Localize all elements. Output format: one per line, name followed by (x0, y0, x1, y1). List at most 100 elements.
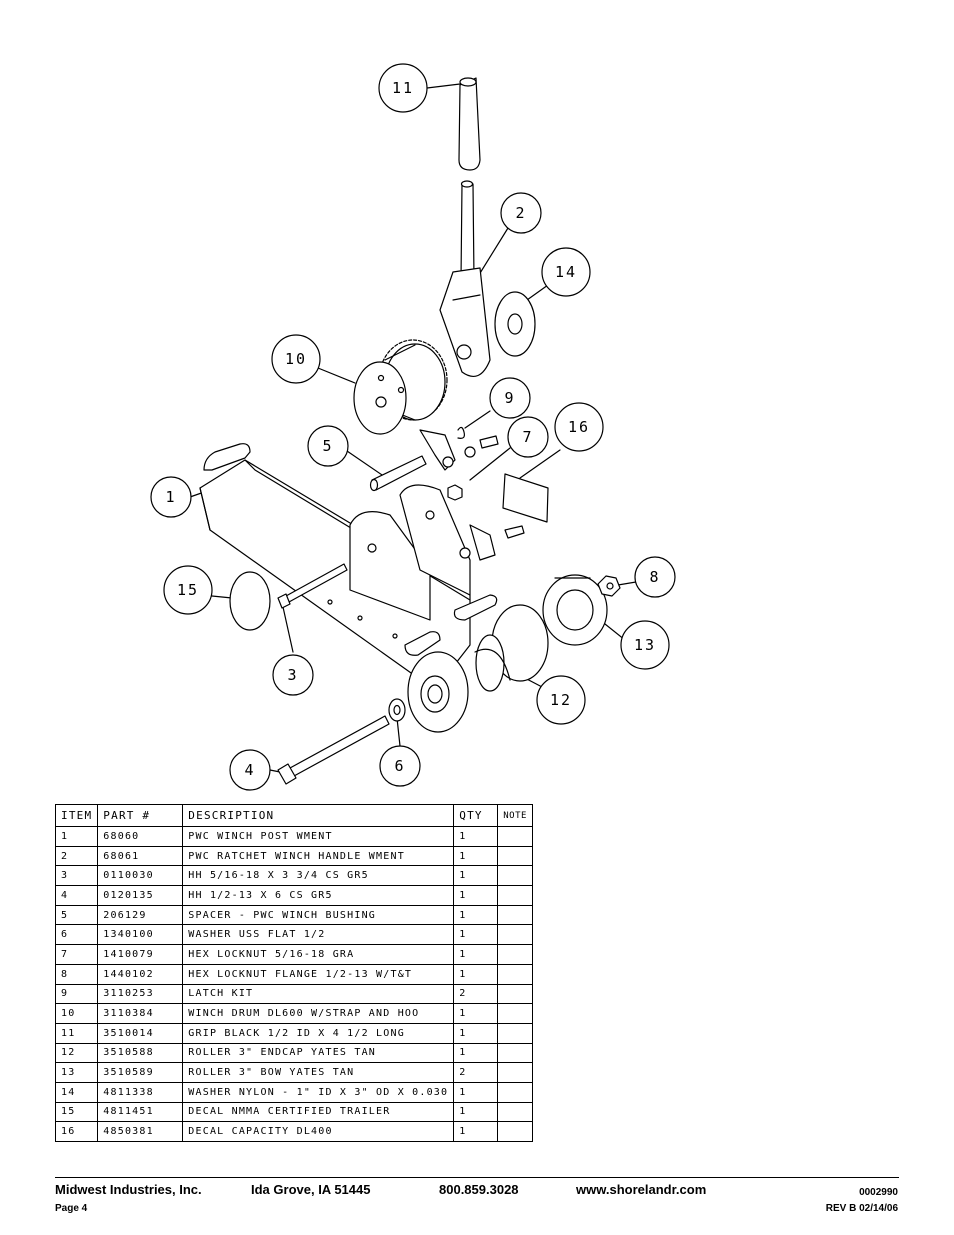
cell-item: 16 (54, 1121, 99, 1142)
callout-label: 6 (394, 757, 405, 775)
cell-description: GRIP BLACK 1/2 ID X 4 1/2 LONG (182, 1022, 455, 1044)
cell-part: 3110384 (97, 1003, 184, 1024)
cell-qty: 1 (453, 1121, 499, 1142)
cell-item: 3 (54, 865, 99, 887)
header-part-number: PART # (97, 804, 184, 827)
cell-description: HH 1/2-13 X 6 CS GR5 (182, 885, 455, 906)
cell-item: 15 (54, 1101, 99, 1123)
cell-note (497, 944, 534, 965)
header-note: NOTE (497, 804, 534, 827)
cell-part: 206129 (97, 904, 184, 926)
cell-part: 0110030 (97, 865, 184, 887)
callout-label: 9 (504, 389, 515, 407)
cell-qty: 2 (453, 1062, 499, 1083)
cell-part: 3510014 (97, 1022, 184, 1044)
header-item: ITEM (54, 804, 99, 827)
footer-company: Midwest Industries, Inc. (55, 1182, 202, 1197)
callout-16 (554, 402, 604, 452)
callout-12 (536, 675, 586, 725)
cell-item: 1 (54, 826, 99, 847)
cell-note (497, 1081, 534, 1103)
cell-item: 14 (54, 1081, 99, 1103)
cell-note (497, 1062, 534, 1083)
footer-doc-number: 0002990 (859, 1187, 898, 1198)
callout-label: 10 (285, 350, 307, 368)
cell-note (497, 1022, 534, 1044)
footer-website: www.shorelandr.com (576, 1182, 707, 1197)
callout-2 (500, 192, 542, 234)
cell-description: WINCH DRUM DL600 W/STRAP AND HOO (182, 1003, 455, 1024)
cell-note (497, 865, 534, 887)
callout-14 (541, 247, 591, 297)
cell-item: 8 (54, 963, 99, 985)
callout-label: 16 (568, 418, 590, 436)
callout-label: 7 (522, 428, 533, 446)
callout-label: 1 (165, 488, 176, 506)
cell-item: 4 (54, 885, 99, 906)
cell-description: HH 5/16-18 X 3 3/4 CS GR5 (182, 865, 455, 887)
cell-part: 1440102 (97, 963, 184, 985)
cell-note (497, 1042, 534, 1064)
cell-qty: 1 (453, 944, 499, 965)
callout-label: 8 (649, 568, 660, 586)
callout-label: 14 (555, 263, 577, 281)
cell-part: 4811451 (97, 1101, 184, 1123)
callout-label: 11 (392, 79, 414, 97)
callout-label: 5 (322, 437, 333, 455)
cell-item: 13 (54, 1062, 99, 1083)
cell-qty: 1 (453, 826, 499, 847)
cell-description: SPACER - PWC WINCH BUSHING (182, 904, 455, 926)
cell-item: 6 (54, 924, 99, 946)
cell-description: PWC WINCH POST WMENT (182, 826, 455, 847)
cell-note (497, 1003, 534, 1024)
cell-part: 68061 (97, 845, 184, 867)
callout-10 (271, 334, 321, 384)
cell-item: 11 (54, 1022, 99, 1044)
cell-qty: 1 (453, 885, 499, 906)
cell-part: 0120135 (97, 885, 184, 906)
callout-11 (378, 63, 428, 113)
header-qty: QTY (453, 804, 499, 827)
cell-item: 5 (54, 904, 99, 926)
cell-qty: 1 (453, 1081, 499, 1103)
cell-description: DECAL NMMA CERTIFIED TRAILER (182, 1101, 455, 1123)
cell-item: 12 (54, 1042, 99, 1064)
cell-part: 3510588 (97, 1042, 184, 1064)
cell-description: HEX LOCKNUT FLANGE 1/2-13 W/T&T (182, 963, 455, 985)
callout-label: 4 (244, 761, 255, 779)
callout-label: 15 (177, 581, 199, 599)
cell-note (497, 845, 534, 867)
cell-item: 9 (54, 983, 99, 1005)
cell-description: LATCH KIT (182, 983, 455, 1005)
cell-note (497, 924, 534, 946)
cell-description: WASHER NYLON - 1" ID X 3" OD X 0.030 (182, 1081, 455, 1103)
cell-item: 2 (54, 845, 99, 867)
cell-note (497, 885, 534, 906)
table-header-row: ITEM PART # DESCRIPTION QTY NOTE (54, 804, 534, 827)
callout-5 (307, 425, 349, 467)
cell-qty: 1 (453, 845, 499, 867)
cell-part: 1340100 (97, 924, 184, 946)
cell-note (497, 1101, 534, 1123)
callout-13 (620, 620, 670, 670)
callout-8 (634, 556, 676, 598)
cell-part: 3110253 (97, 983, 184, 1005)
cell-note (497, 904, 534, 926)
callout-label: 13 (634, 636, 656, 654)
callout-3 (272, 654, 314, 696)
